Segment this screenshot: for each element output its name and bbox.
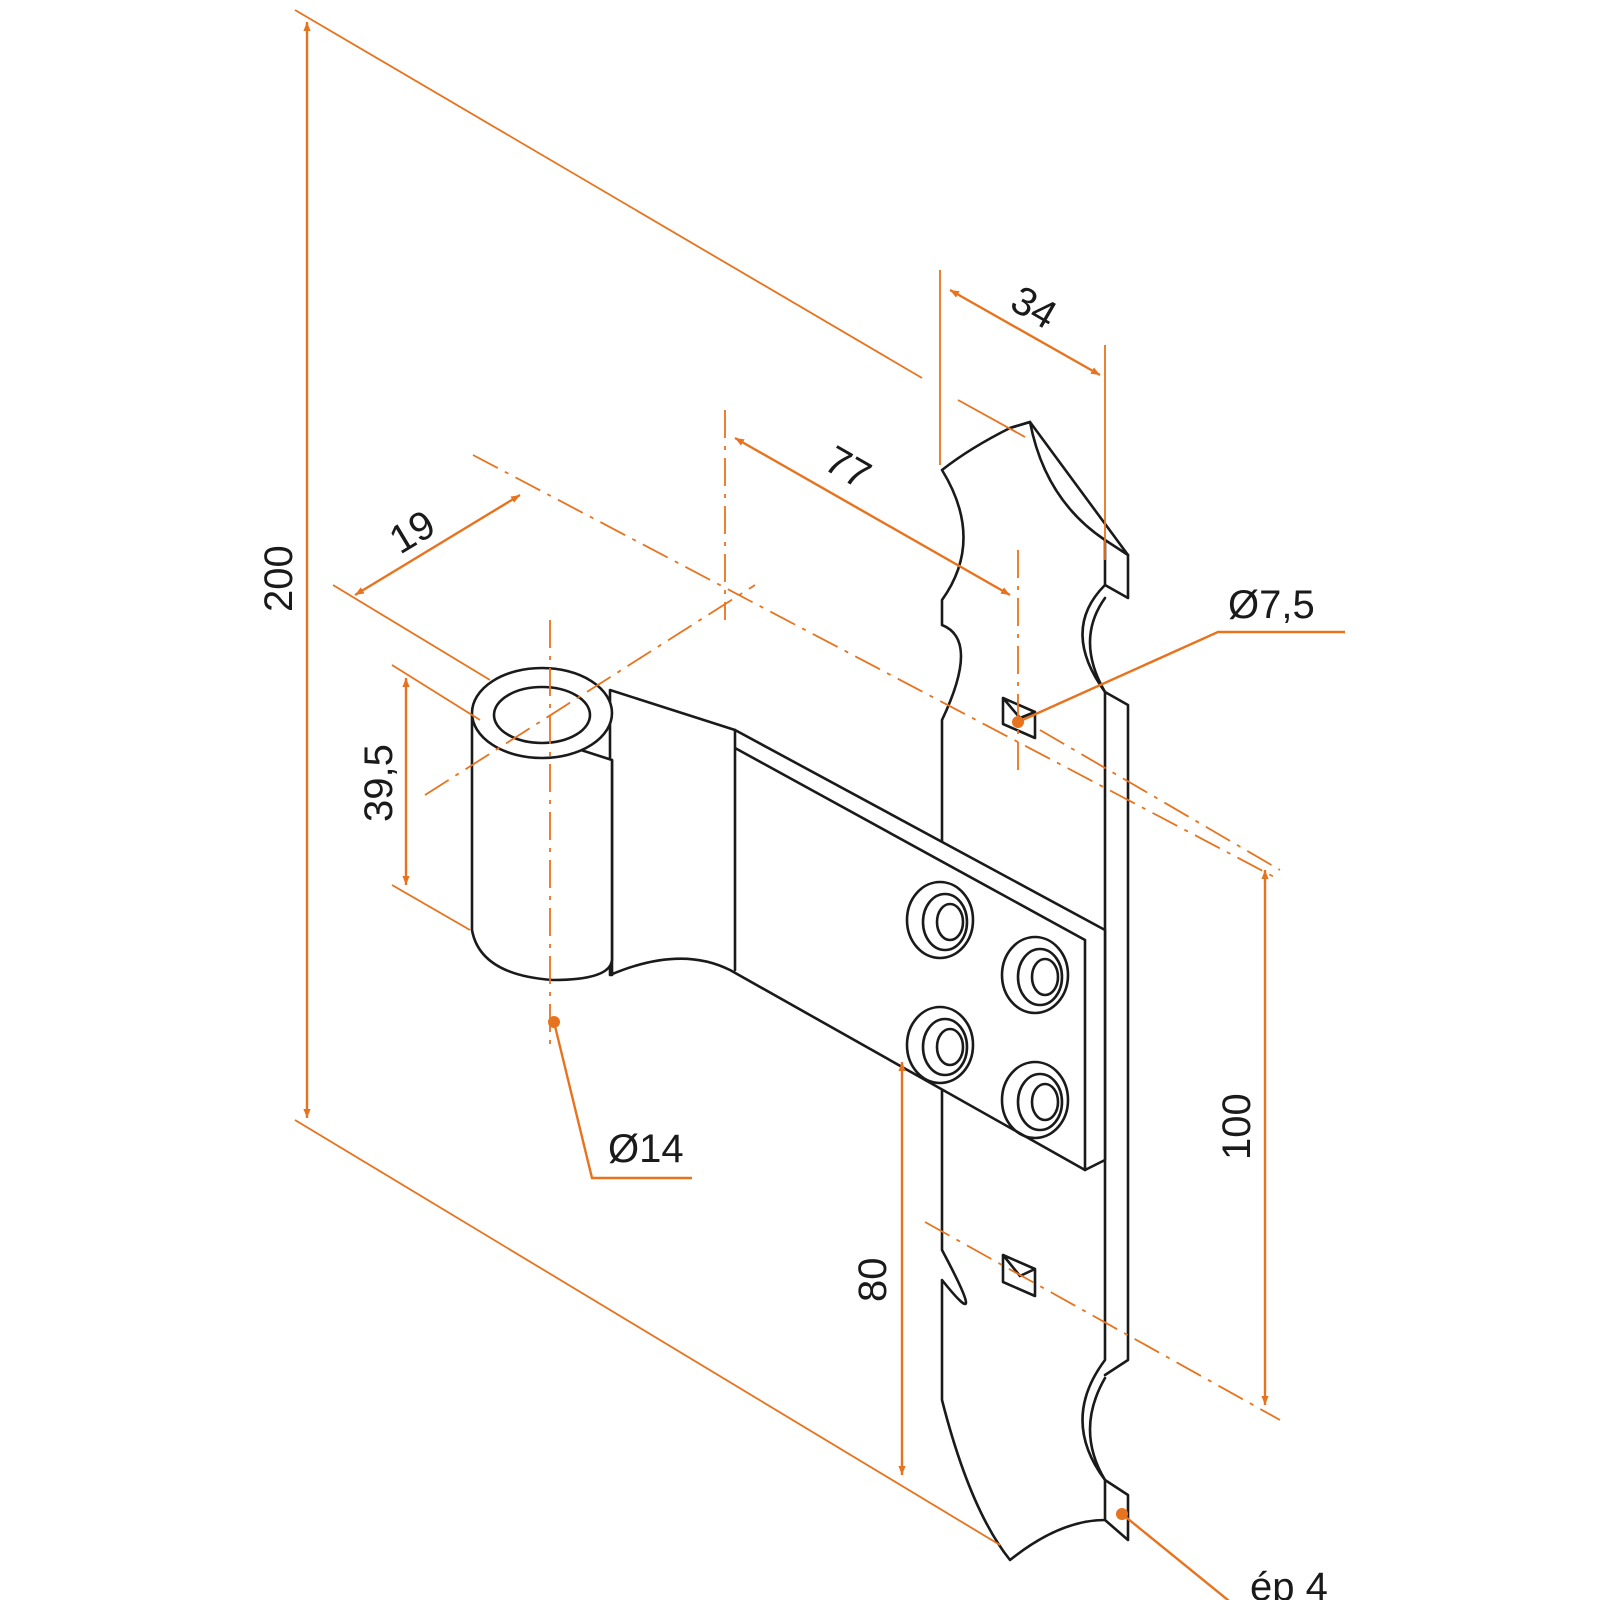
ext-34-slope [957, 399, 1026, 438]
leader-hole-diameter [1017, 630, 1345, 724]
label-100: 100 [1215, 1093, 1259, 1160]
screw-hole-2-inner [1016, 947, 1064, 1007]
dim-34-line [949, 288, 1101, 377]
screw-hole-2-outer [1000, 935, 1070, 1015]
screw-hole-3-bore [935, 1027, 965, 1067]
label-pin-diameter: Ø14 [608, 1127, 684, 1171]
screw-hole-4-outer [1000, 1060, 1070, 1140]
label-200: 200 [257, 545, 301, 612]
screw-hole-2-bore [1030, 957, 1060, 997]
plate-right-edge [1103, 538, 1130, 1542]
leader-hole-dot [1012, 716, 1024, 728]
label-hole-diameter: Ø7,5 [1228, 583, 1315, 627]
arm-edges [610, 728, 1087, 1172]
ext-395-top [391, 664, 481, 721]
knuckle-bore [492, 685, 592, 745]
screw-hole-3-outer [905, 1005, 975, 1085]
lower-hole-centerline [924, 1221, 1281, 1421]
screw-hole-4-bore [1030, 1082, 1060, 1122]
leader-thickness-dot [1116, 1508, 1128, 1520]
screw-hole-3-inner [921, 1017, 969, 1077]
label-34: 34 [1004, 278, 1065, 338]
label-80: 80 [851, 1258, 895, 1303]
ext-bottom-long [294, 1119, 1001, 1546]
leader-thickness [1121, 1513, 1230, 1600]
plate-inner-scallop [1088, 596, 1107, 1482]
upper-hole-centerline-right [1039, 729, 1281, 871]
dimension-lines [294, 9, 1345, 1600]
knuckle-body [470, 713, 614, 982]
screw-hole-1-bore [935, 902, 965, 942]
leader-pin-diameter [552, 1021, 692, 1180]
arm-centerline-cross [424, 584, 756, 796]
screw-hole-1-outer [905, 880, 975, 960]
screw-hole-1-inner [921, 892, 969, 952]
hinge-part [470, 420, 1130, 1562]
label-19: 19 [382, 502, 443, 563]
label-39-5: 39,5 [357, 744, 401, 822]
leader-pin-dot [548, 1016, 560, 1028]
dim-77-line [734, 436, 1011, 597]
ext-19-left [332, 584, 491, 681]
ext-top-long [294, 9, 923, 379]
label-thickness: ép 4 [1250, 1565, 1328, 1600]
screw-holes [905, 880, 1070, 1140]
dim-19-line [354, 493, 521, 597]
screw-hole-4-inner [1016, 1072, 1064, 1132]
ext-395-bottom [391, 884, 471, 931]
arm-centerline-upper [472, 454, 1281, 881]
